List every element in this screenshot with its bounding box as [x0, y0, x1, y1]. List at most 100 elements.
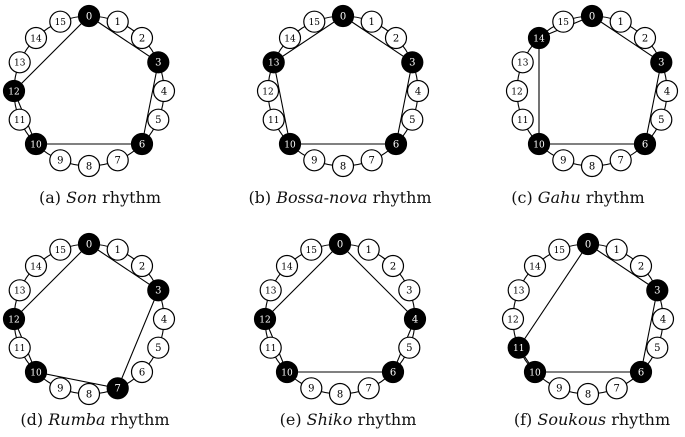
- pulse-node-label: 8: [86, 389, 92, 400]
- pulse-node-label: 15: [558, 18, 570, 28]
- pulse-node-label: 0: [337, 239, 343, 250]
- pulse-node-12-onset: 12: [2, 307, 26, 331]
- caption-suffix: rhythm: [611, 410, 671, 429]
- rhythm-name: Bossa-nova: [276, 188, 368, 207]
- pulse-node-5-rest: 5: [147, 108, 170, 131]
- pulse-node-label: 7: [618, 156, 624, 167]
- pulse-node-label: 13: [517, 59, 529, 69]
- onset-polygon: [264, 243, 416, 373]
- pulse-node-10-onset: 10: [24, 132, 48, 156]
- pulse-node-label: 7: [115, 384, 121, 395]
- caption-index: (c): [511, 188, 533, 207]
- caption-suffix: rhythm: [372, 188, 432, 207]
- pulse-node-label: 13: [14, 59, 26, 69]
- pulse-node-1-rest: 1: [106, 10, 129, 33]
- pulse-node-14-rest: 14: [278, 26, 302, 50]
- pulse-node-6-onset: 6: [633, 132, 657, 156]
- pulse-node-12-rest: 12: [256, 79, 280, 103]
- pulse-node-label: 6: [642, 139, 648, 150]
- pulse-node-7-onset: 7: [106, 377, 129, 400]
- pulse-node-label: 5: [155, 115, 161, 126]
- pulse-node-14-rest: 14: [275, 254, 299, 278]
- pulse-node-label: 15: [55, 18, 67, 28]
- shiko-caption: (e) Shiko rhythm: [234, 410, 462, 430]
- caption-suffix: rhythm: [585, 188, 645, 207]
- pulse-node-label: 13: [513, 287, 525, 297]
- pulse-node-label: 13: [14, 287, 26, 297]
- pulse-node-label: 7: [369, 156, 375, 167]
- pulse-node-label: 10: [529, 368, 541, 378]
- gahu-caption: (c) Gahu rhythm: [464, 188, 685, 208]
- pulse-node-10-onset: 10: [523, 360, 547, 384]
- pulse-node-15-rest: 15: [300, 238, 323, 261]
- pulse-node-label: 1: [618, 17, 624, 28]
- bossa-nova-caption: (b) Bossa-nova rhythm: [226, 188, 454, 208]
- pulse-node-13-rest: 13: [8, 279, 31, 302]
- pulse-node-label: 11: [14, 116, 25, 126]
- caption-suffix: rhythm: [102, 188, 162, 207]
- pulse-node-15-rest: 15: [49, 238, 72, 261]
- pulse-node-11-rest: 11: [8, 336, 31, 359]
- pulse-node-1-rest: 1: [609, 10, 632, 33]
- pulse-node-label: 11: [14, 344, 25, 354]
- pulse-node-4-rest: 4: [406, 79, 430, 103]
- pulse-node-label: 1: [369, 17, 375, 28]
- pulse-node-label: 12: [507, 315, 518, 325]
- pulse-node-2-rest: 2: [130, 26, 154, 50]
- pulse-node-13-rest: 13: [511, 51, 534, 74]
- onset-polygon: [273, 15, 413, 145]
- pulse-node-label: 3: [155, 58, 161, 69]
- pulse-node-label: 1: [115, 245, 121, 256]
- pulse-node-13-rest: 13: [259, 279, 282, 302]
- pulse-node-7-rest: 7: [609, 149, 632, 172]
- rumba-caption: (d) Rumba rhythm: [0, 410, 209, 430]
- pulse-node-label: 11: [268, 116, 279, 126]
- pulse-node-2-rest: 2: [384, 26, 408, 50]
- pulse-node-label: 2: [642, 33, 648, 44]
- onset-polygon: [13, 15, 159, 145]
- pulse-node-4-rest: 4: [655, 79, 679, 103]
- pulse-node-0-onset: 0: [77, 232, 101, 256]
- pulse-node-0-onset: 0: [576, 232, 600, 256]
- pulse-node-3-onset: 3: [650, 51, 673, 74]
- pulse-node-label: 14: [30, 262, 42, 272]
- pulse-node-label: 14: [284, 34, 296, 44]
- onset-polygon: [13, 243, 159, 389]
- pulse-node-label: 6: [638, 367, 644, 378]
- pulse-node-2-rest: 2: [633, 26, 657, 50]
- pulse-node-label: 1: [614, 245, 620, 256]
- rhythm-name: Gahu: [537, 188, 581, 207]
- pulse-node-label: 10: [533, 140, 545, 150]
- pulse-node-14-rest: 14: [24, 254, 48, 278]
- pulse-node-label: 5: [406, 343, 412, 354]
- pulse-node-11-rest: 11: [262, 108, 285, 131]
- pulse-node-6-onset: 6: [629, 360, 653, 384]
- pulse-node-9-rest: 9: [548, 377, 571, 400]
- pulse-node-label: 15: [306, 246, 318, 256]
- pulse-node-label: 8: [337, 389, 343, 400]
- pulse-node-15-rest: 15: [49, 10, 72, 33]
- soukous-caption: (f) Soukous rhythm: [478, 410, 685, 430]
- pulse-node-6-rest: 6: [130, 360, 154, 384]
- pulse-node-label: 15: [554, 246, 566, 256]
- pulse-node-7-rest: 7: [605, 377, 628, 400]
- pulse-node-8-rest: 8: [580, 154, 604, 178]
- pulse-node-label: 0: [585, 239, 591, 250]
- pulse-node-label: 3: [409, 58, 415, 69]
- pulse-node-5-rest: 5: [147, 336, 170, 359]
- pulse-node-label: 3: [654, 286, 660, 297]
- pulse-node-label: 2: [139, 261, 145, 272]
- pulse-node-5-rest: 5: [646, 336, 669, 359]
- pulse-node-label: 0: [86, 239, 92, 250]
- pulse-node-label: 8: [589, 161, 595, 172]
- pulse-node-12-onset: 12: [2, 79, 26, 103]
- pulse-node-label: 12: [259, 315, 270, 325]
- pulse-node-label: 6: [390, 367, 396, 378]
- pulse-node-label: 14: [30, 34, 42, 44]
- pulse-node-1-rest: 1: [360, 10, 383, 33]
